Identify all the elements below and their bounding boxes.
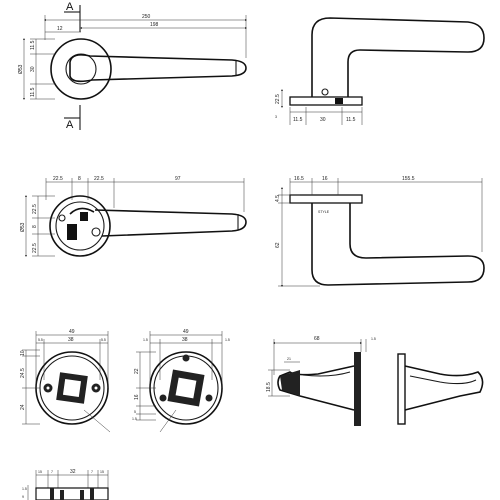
bottom-tab-4 [90, 488, 94, 500]
dim-profile-length: 68 [314, 336, 320, 342]
dim-profile-angle: 21 [287, 357, 291, 361]
view-side-profile-1: 68 1.5 18.5 21 [266, 336, 376, 426]
lever-profile-1-highlight [302, 371, 351, 377]
dim-back2-h4: 1.5 [132, 417, 137, 421]
lever-side-2-label: STYLE [318, 210, 330, 214]
rosette-mech-inner [55, 201, 105, 251]
dim-back2-center: 38 [182, 337, 188, 343]
dim-bottom-c: 32 [70, 469, 76, 475]
dim-upper: 11.5 [30, 40, 36, 50]
dim-side-center: 30 [320, 117, 326, 123]
rosette-profile-1 [354, 352, 361, 426]
spindle-square [80, 212, 88, 221]
dim-side2-length: 155.5 [402, 176, 415, 182]
dim-mid: 30 [30, 66, 36, 72]
spindle-hole-2 [175, 377, 197, 399]
bottom-tab-3 [80, 490, 84, 500]
dim-mech-lever: 97 [175, 176, 181, 182]
spindle-block [335, 98, 343, 104]
screw-top-2 [182, 354, 190, 362]
dim-overall-length: 250 [142, 14, 151, 20]
dim-back2-left: 1.5 [143, 338, 148, 342]
lever-profile-2 [404, 365, 484, 411]
dim-back2-h1: 22 [134, 368, 140, 374]
dim-side-h-small: 3 [275, 115, 277, 119]
view-side-lever-2: STYLE 16.5 16 155.5 4.5 62 [275, 176, 485, 287]
dim-bottom-e: 15 [100, 470, 104, 474]
dim-mech-spindle: 8 [78, 176, 81, 182]
dim-back1-right: 5.5 [101, 338, 106, 342]
bottom-plate [35, 487, 109, 500]
lever-profile-2-highlight [409, 375, 477, 385]
rosette-inner [65, 53, 97, 85]
dim-side2-left: 16.5 [294, 176, 304, 182]
dim-side-right: 11.5 [346, 117, 356, 123]
dim-back1-h2: 24 [20, 404, 26, 410]
lever-side-2-body [311, 203, 485, 286]
dim-mech-rosette-diameter: Ø53 [20, 222, 26, 232]
leader-line-1 [83, 409, 111, 433]
rosette-side-2 [289, 194, 363, 204]
view-back-rosette-1: 49 5.5 38 5.5 10 24.5 24 [20, 329, 111, 433]
lever-body [69, 54, 247, 83]
mech-screw [91, 227, 101, 237]
dim-mech-upper: 22.5 [32, 204, 38, 214]
dim-back2-h3: 5 [134, 410, 136, 414]
bottom-tab-2 [60, 490, 64, 500]
dim-side-height: 22.5 [275, 94, 281, 104]
dim-back1-width: 49 [69, 329, 75, 335]
rosette-side [289, 96, 363, 106]
dim-back2-width: 49 [183, 329, 189, 335]
rosette [50, 38, 112, 100]
dim-bottom-side-b: 9 [22, 495, 24, 499]
dim-mech-lower: 22.5 [32, 243, 38, 253]
section-label-top: A [66, 1, 74, 13]
dim-profile-offset: 1.5 [371, 337, 376, 341]
dim-bottom-b: 7 [51, 470, 53, 474]
dim-mech-mid: 8 [32, 225, 38, 228]
view-front-lever: A A 250 198 12 Ø53 11.5 30 11.5 [18, 1, 247, 131]
dim-bottom-side-a: 1.5 [22, 487, 27, 491]
dim-mech-right: 22.5 [94, 176, 104, 182]
view-side-lever: 22.5 3 11.5 30 11.5 [275, 17, 485, 125]
lever-mech-body [94, 209, 247, 237]
dim-side2-height: 62 [275, 242, 281, 248]
dim-side2-thickness: 4.5 [275, 195, 281, 202]
dim-back2-right: 1.5 [225, 338, 230, 342]
section-label-bottom: A [66, 119, 74, 131]
dim-rosette-diameter: Ø53 [18, 64, 24, 74]
dim-profile-height: 18.5 [266, 382, 272, 392]
lever-side-body [311, 17, 485, 101]
dim-bottom-d: 7 [91, 470, 93, 474]
dim-offset: 12 [57, 26, 63, 32]
rosette-profile-2 [397, 353, 406, 425]
lever-profile-1-end [280, 370, 300, 396]
dim-side2-center: 16 [322, 176, 328, 182]
bottom-tab-1 [50, 488, 54, 500]
rosette-mech [49, 195, 111, 257]
dim-lower: 11.5 [30, 87, 36, 97]
dim-bottom-a: 15 [38, 470, 42, 474]
view-bottom-partial: 15 7 32 7 15 1.5 9 [22, 469, 109, 500]
spring-arc [69, 207, 95, 215]
mech-screw-2 [58, 214, 66, 222]
leader-line-2 [159, 409, 177, 433]
spindle-hole-1 [62, 378, 82, 398]
view-back-rosette-2: 49 1.5 38 1.5 22 16 5 1.5 [132, 329, 230, 433]
dim-back1-top: 10 [20, 350, 26, 356]
view-side-profile-2 [397, 353, 484, 425]
latch-block [67, 224, 77, 240]
dim-back1-h1: 24.5 [20, 368, 26, 378]
dim-mech-left: 22.5 [53, 176, 63, 182]
screw-right-2 [205, 394, 213, 402]
dim-back2-h2: 16 [134, 394, 140, 400]
view-front-mechanism: 22.5 8 22.5 97 Ø53 22.5 8 22.5 [20, 176, 247, 257]
dim-back1-left: 5.5 [38, 338, 43, 342]
screw-hole [321, 88, 329, 96]
dim-back1-center: 38 [68, 337, 74, 343]
dim-lever-length: 198 [150, 22, 159, 28]
dim-side-left: 11.5 [293, 117, 303, 123]
screw-left-2 [159, 394, 167, 402]
